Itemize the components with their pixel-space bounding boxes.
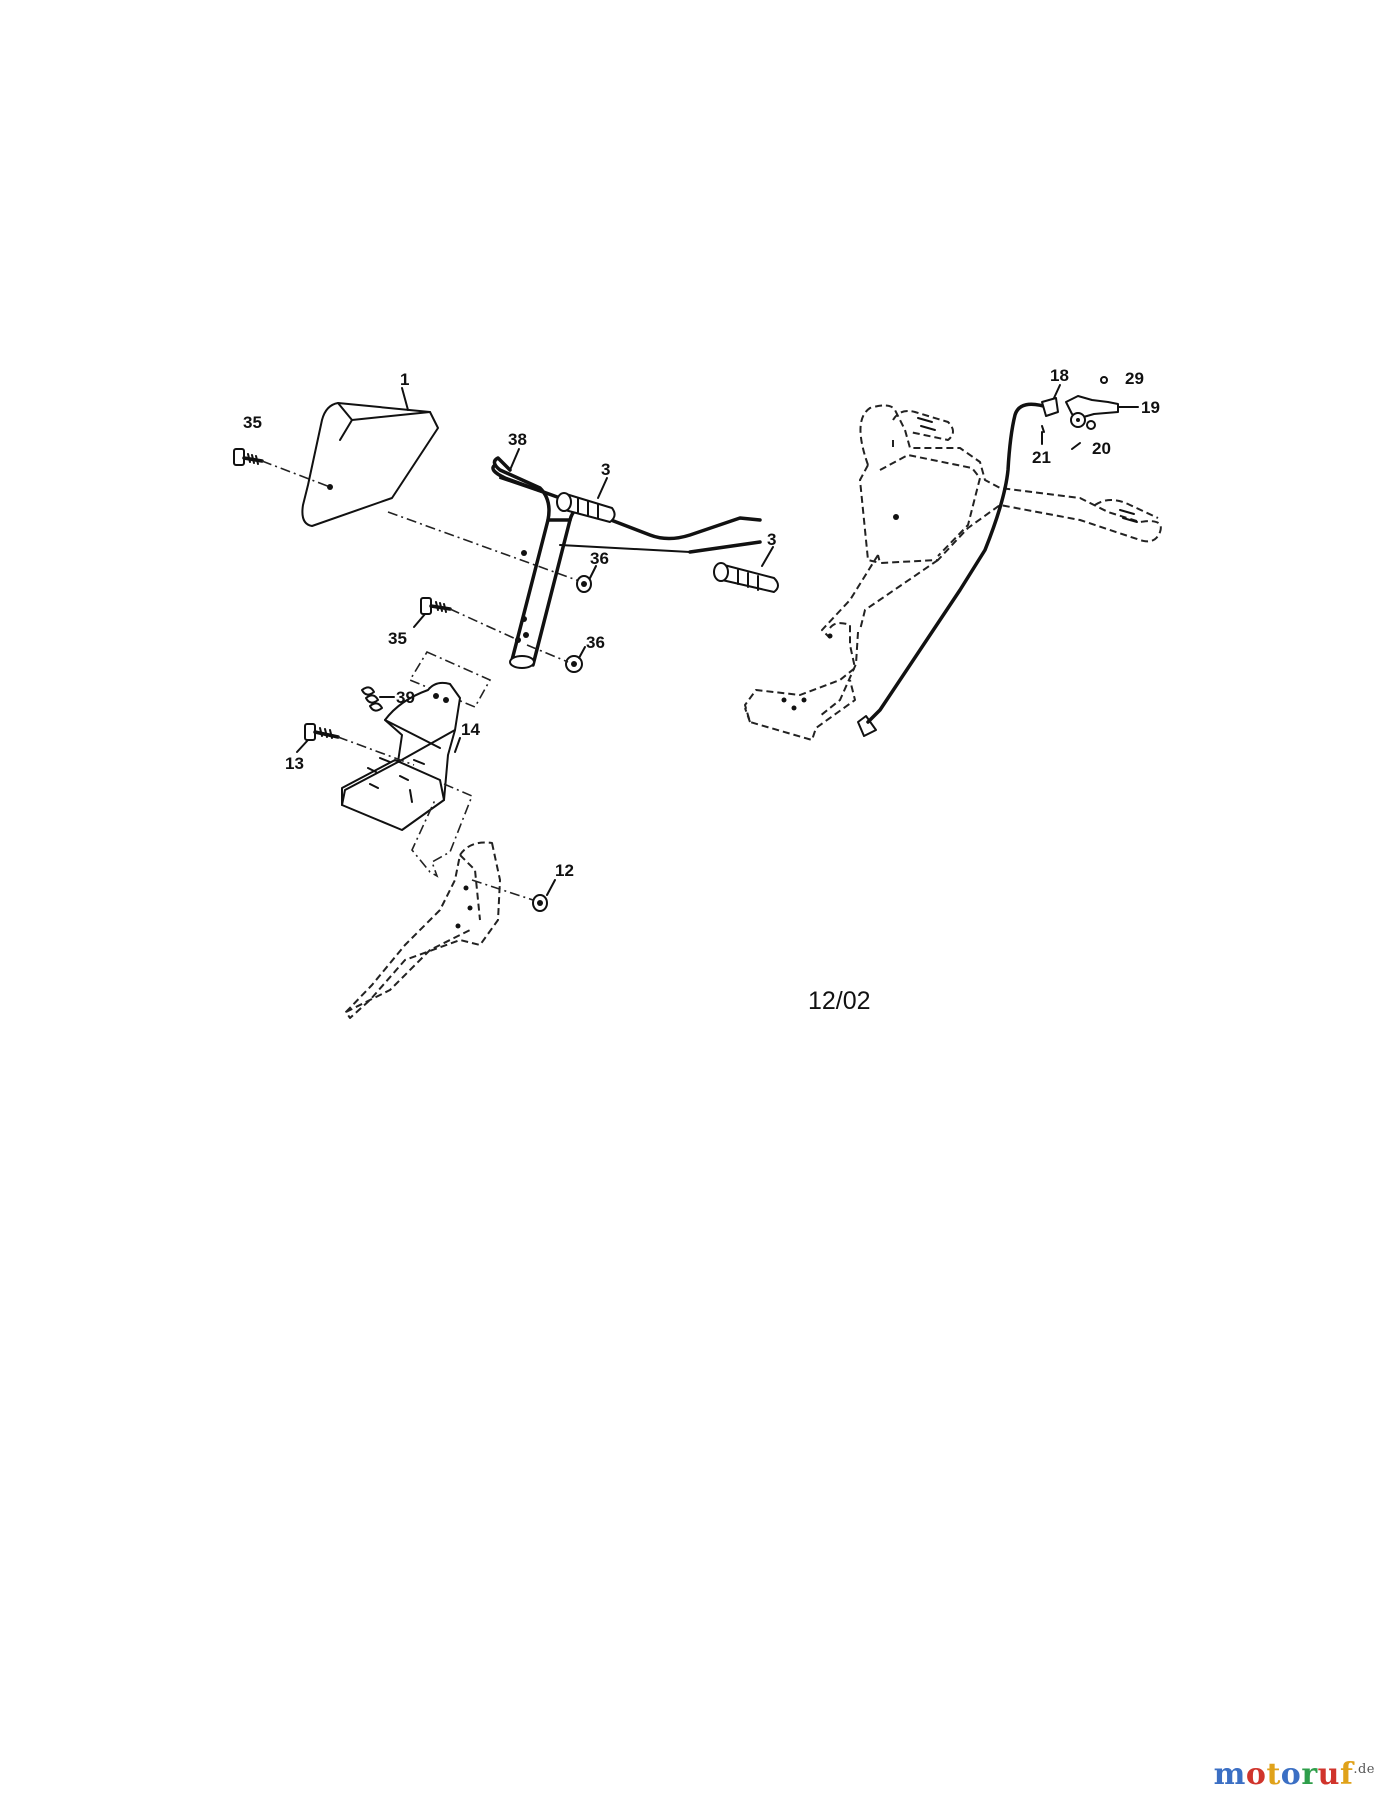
callout-18: 18: [1050, 366, 1069, 385]
watermark-letter: f: [1339, 1757, 1354, 1792]
assembly-line: [526, 644, 569, 663]
leader-3: [597, 477, 608, 499]
nut-36-lower: [565, 655, 583, 673]
spring-39: [361, 686, 383, 712]
frame-phantom: [345, 841, 501, 1019]
callout-14: 14: [461, 720, 480, 739]
assembly-line: [261, 460, 331, 488]
assembly-line: [411, 783, 474, 878]
assembly-line: [387, 511, 583, 583]
callout-20: 20: [1092, 439, 1111, 458]
callout-3: 3: [767, 530, 776, 549]
leader-36: [578, 646, 586, 659]
callout-21: 21: [1032, 448, 1051, 467]
watermark-letter: m: [1213, 1757, 1246, 1792]
grip-3-upper: [556, 492, 616, 523]
watermark-logo: motoruf.de: [1214, 1757, 1375, 1792]
leader-12: [546, 879, 556, 896]
callout-36: 36: [590, 549, 609, 568]
callout-19: 19: [1141, 398, 1160, 417]
nut-36-upper: [576, 575, 592, 593]
leader-18: [1053, 384, 1061, 399]
callout-13: 13: [285, 754, 304, 773]
leader-3: [761, 546, 774, 567]
assembly-line: [471, 879, 534, 901]
nut-12: [532, 894, 548, 912]
leader-35: [413, 613, 426, 628]
handlebar-tube-part: [491, 456, 762, 669]
watermark-suffix: .de: [1353, 1762, 1375, 1777]
watermark-letter: t: [1266, 1757, 1281, 1792]
date-code: 12/02: [808, 987, 871, 1015]
callout-3: 3: [601, 460, 610, 479]
leader-1: [401, 387, 409, 411]
assembly-line: [408, 650, 492, 709]
leader-13: [296, 739, 309, 753]
callout-1: 1: [400, 370, 409, 389]
bolt-35-lower: [420, 597, 452, 615]
callout-36: 36: [586, 633, 605, 652]
watermark-letter: u: [1317, 1757, 1340, 1792]
handle-panel-part: [301, 402, 439, 527]
watermark-letter: o: [1280, 1757, 1302, 1792]
callout-38: 38: [508, 430, 527, 449]
watermark-letter: r: [1301, 1757, 1318, 1792]
leader-38: [509, 448, 520, 471]
callout-35: 35: [388, 629, 407, 648]
bolt-35-upper: [233, 448, 264, 466]
control-lever-part: [1041, 376, 1119, 450]
watermark-letter: o: [1245, 1757, 1267, 1792]
assembly-line: [449, 608, 519, 641]
handlebar-assembly-phantom: [744, 404, 1162, 741]
callout-39: 39: [396, 688, 415, 707]
callout-35: 35: [243, 413, 262, 432]
callout-29: 29: [1125, 369, 1144, 388]
assembly-line: [337, 736, 415, 766]
bracket-14-part: [341, 681, 461, 831]
leader-36: [589, 565, 597, 579]
bolt-13: [304, 723, 340, 741]
grip-3-lower: [713, 562, 779, 593]
callout-12: 12: [555, 861, 574, 880]
throttle-cable: [857, 402, 1052, 737]
leader-14: [454, 737, 461, 753]
